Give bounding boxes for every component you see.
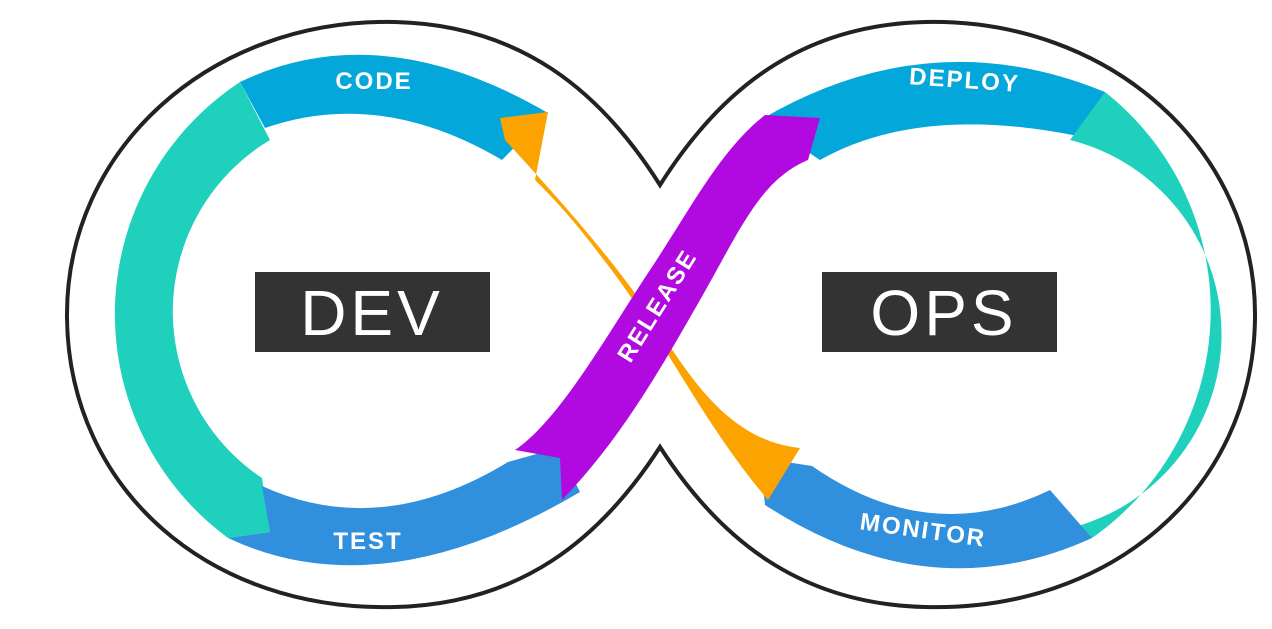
test-label: TEST: [333, 528, 402, 555]
dev-hub-box: [255, 272, 490, 352]
left-loop-teal-segment: [114, 82, 270, 538]
deploy-segment: [760, 61, 1113, 160]
dev-hub-label: DEV: [300, 277, 444, 349]
release-band: [515, 115, 820, 500]
plan-band: [500, 112, 800, 500]
code-segment: [240, 54, 548, 160]
monitor-segment: [760, 458, 1092, 569]
operate-segment: [1050, 92, 1222, 538]
ops-hub-box: [822, 272, 1057, 352]
ops-hub-label: OPS: [870, 277, 1017, 349]
code-label: CODE: [335, 68, 412, 95]
test-segment: [228, 448, 580, 566]
